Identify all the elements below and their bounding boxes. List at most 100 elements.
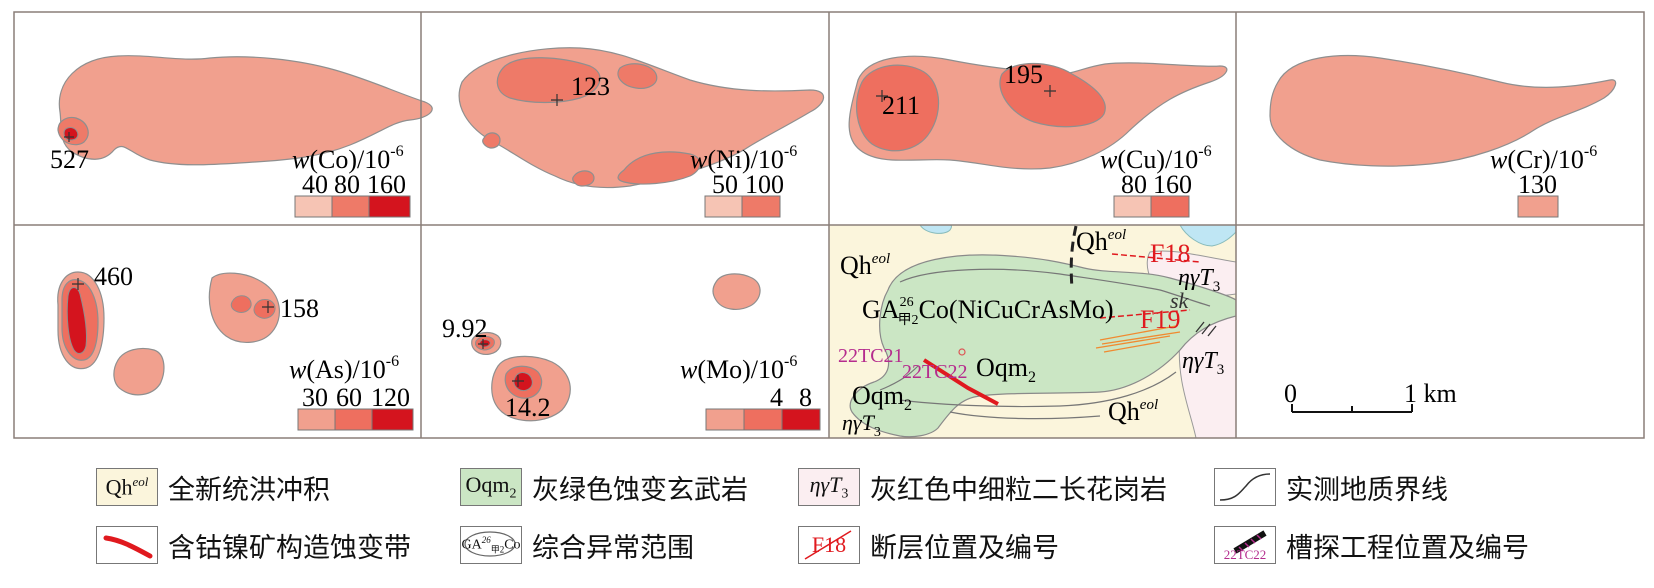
granite-label: ηγT3 — [1182, 348, 1224, 378]
trench-label: 22TC21 — [838, 345, 904, 367]
mo-peak-label: 14.2 — [505, 393, 551, 422]
legend-swatch-qh: Qheol — [96, 468, 158, 506]
inferred-fault — [1069, 225, 1078, 289]
panel-cr: w(Cr)/10-6 130 — [1269, 54, 1617, 218]
fault-line — [1099, 309, 1191, 319]
sample-point — [958, 348, 966, 356]
cr-scale-label: 130 — [1518, 170, 1557, 199]
legend-item-qh: Qheol 全新统洪冲积 — [96, 464, 330, 510]
as-peak-zone — [66, 287, 87, 354]
mo-peak-label: 9.92 — [442, 314, 488, 343]
fault-line — [1111, 253, 1201, 263]
cu-peak-marker — [876, 90, 888, 102]
as-scale-label: 60 — [336, 383, 362, 412]
scale-start-label: 0 — [1284, 379, 1297, 408]
cu-legend-title: w(Cu)/10-6 — [1100, 143, 1212, 174]
boundary-line-icon — [1219, 473, 1271, 501]
as-peak-marker — [262, 301, 274, 313]
mo-peak-marker — [512, 375, 524, 387]
as-legend-title: w(As)/10-6 — [289, 353, 399, 384]
mo-legend-title: w(Mo)/10-6 — [680, 353, 797, 384]
geologic-boundary — [949, 411, 1101, 420]
mo-color-scale: 4 8 — [705, 383, 821, 431]
fault-label: F18 — [1150, 239, 1190, 268]
legend-item-oqm: Oqm2 灰绿色蚀变玄武岩 — [460, 464, 748, 510]
water-area — [1179, 225, 1236, 247]
as-peak-label: 158 — [280, 294, 319, 323]
ore-zone-icon — [103, 535, 153, 559]
basalt-area — [849, 254, 1236, 438]
cu-high-zone — [855, 64, 940, 152]
panel-co: 527 w(Co)/10-6 40 80 160 — [50, 55, 433, 218]
geologic-boundary — [899, 371, 1177, 408]
cu-peak-label: 211 — [882, 91, 920, 120]
ni-high-zone — [496, 57, 601, 104]
ni-high-zone — [482, 132, 501, 149]
ni-peak-marker — [551, 94, 563, 106]
legend-row-2: 含钴镍矿构造蚀变带 GA26甲2Co 综合异常范围 F18 断层位置及编号 22… — [0, 522, 1654, 570]
mo-peak-marker — [478, 339, 488, 349]
anomaly-outline-icon — [464, 531, 516, 557]
basalt-label: Oqm2 — [976, 353, 1036, 386]
ni-legend-title: w(Ni)/10-6 — [690, 143, 797, 174]
legend-item-boundary: 实测地质界线 — [1214, 464, 1448, 510]
scale-end-label: 1 km — [1404, 379, 1457, 408]
panel-cu: 195 211 w(Cu)/10-6 80 160 — [848, 55, 1228, 218]
legend-item-fault: F18 断层位置及编号 — [798, 522, 1059, 568]
panel-as: 460 158 w(As)/10-6 30 60 120 — [57, 262, 414, 431]
ni-high-zone — [617, 151, 701, 185]
fault-label: F19 — [1140, 305, 1180, 334]
legend-swatch-fault: F18 — [798, 526, 860, 564]
co-legend-title: w(Co)/10-6 — [292, 143, 404, 174]
legend-swatch-anomaly: GA26甲2Co — [460, 526, 522, 564]
geologic-boundary — [899, 268, 1211, 307]
cu-scale-label: 160 — [1153, 170, 1192, 199]
granite-label: ηγT3 — [1178, 265, 1220, 295]
ni-peak-label: 123 — [571, 72, 610, 101]
cr-color-scale: 130 — [1517, 170, 1559, 218]
ni-high-zone — [572, 170, 595, 187]
ni-color-scale: 50 100 — [704, 170, 784, 218]
legend-swatch-oqm: Oqm2 — [460, 468, 522, 506]
geologic-boundary — [879, 365, 919, 391]
ni-scale-label: 100 — [745, 170, 784, 199]
legend-swatch-boundary — [1214, 468, 1276, 506]
legend-label: 综合异常范围 — [532, 532, 694, 564]
mo-anomaly — [712, 273, 761, 310]
panel-mo: 9.92 14.2 w(Mo)/10-6 4 8 — [442, 273, 821, 431]
scale-bar: 0 1 km — [1284, 379, 1457, 413]
legend-row-1: Qheol 全新统洪冲积 Oqm2 灰绿色蚀变玄武岩 ηγT3 灰红色中细粒二长… — [0, 464, 1654, 512]
qh-label: Qheol — [840, 251, 890, 280]
legend-item-ore-zone: 含钴镍矿构造蚀变带 — [96, 522, 411, 568]
trench-label: 22TC22 — [902, 361, 968, 383]
as-anomaly — [113, 347, 165, 396]
mo-scale-label: 8 — [799, 383, 812, 412]
panel-ni: 123 w(Ni)/10-6 50 100 — [458, 47, 825, 218]
legend-label: 全新统洪冲积 — [168, 474, 330, 506]
trench-code: 22TC22 — [1223, 547, 1267, 562]
co-scale-label: 160 — [367, 170, 406, 199]
legend-swatch-trench: 22TC22 — [1214, 526, 1276, 564]
co-color-scale: 40 80 160 — [294, 170, 411, 218]
panel-geology: Qheol Qheol Qheol F18 F19 ηγT3 ηγT3 ηγT3… — [829, 225, 1236, 440]
alteration-zone — [1095, 325, 1181, 353]
legend-swatch-granite: ηγT3 — [798, 468, 860, 506]
mo-peak-zone — [479, 339, 491, 348]
ore-alteration-zone — [922, 358, 999, 406]
as-high-zone — [230, 295, 252, 313]
basalt-label: Oqm2 — [852, 381, 912, 414]
legend-item-granite: ηγT3 灰红色中细粒二长花岗岩 — [798, 464, 1167, 510]
as-scale-label: 120 — [371, 383, 410, 412]
qh-label: Qheol — [1108, 397, 1158, 426]
legend-label: 灰绿色蚀变玄武岩 — [532, 474, 748, 506]
ni-high-zone — [617, 63, 658, 89]
legend-label: 灰红色中细粒二长花岗岩 — [870, 474, 1167, 506]
as-peak-marker — [72, 278, 84, 290]
mo-scale-label: 4 — [770, 383, 783, 412]
granite-label: ηγT3 — [842, 410, 881, 440]
as-color-scale: 30 60 120 — [297, 383, 414, 431]
as-high-zone — [253, 299, 276, 319]
fault-line-icon — [804, 530, 852, 560]
